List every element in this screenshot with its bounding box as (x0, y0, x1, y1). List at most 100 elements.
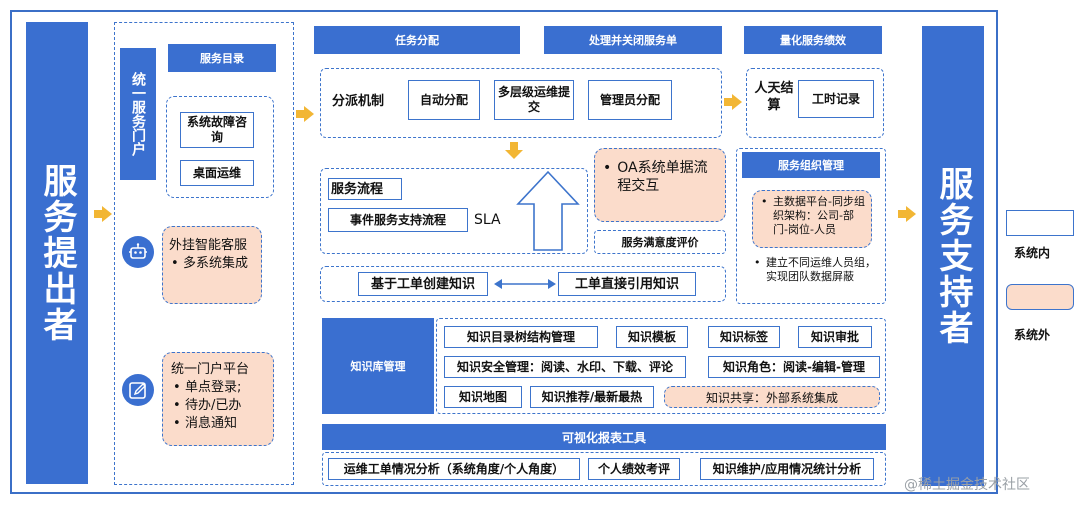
oa-bullet: • (603, 160, 612, 176)
platform-points: 单点登录; 待办/已办 消息通知 (171, 379, 265, 433)
kb-catalog-tree-label: 知识目录树结构管理 (466, 329, 575, 344)
kb-recommend-label: 知识推荐/最新最热 (541, 389, 643, 404)
work-hour-record[interactable]: 工时记录 (798, 80, 874, 118)
dispatch-multilevel[interactable]: 多层级运维提交 (494, 80, 574, 120)
reference-knowledge-box[interactable]: 工单直接引用知识 (558, 272, 696, 296)
dispatch-container (320, 68, 722, 138)
create-knowledge-box[interactable]: 基于工单创建知识 (358, 272, 488, 296)
oa-text: OA系统单据流程交互 (617, 160, 708, 194)
kb-map[interactable]: 知识地图 (444, 386, 522, 408)
kb-tags-label: 知识标签 (719, 329, 768, 344)
edit-icon (122, 374, 154, 406)
process-label-box: 服务流程 (328, 178, 402, 200)
oa-row: • OA系统单据流程交互 (603, 159, 717, 195)
catalog-header: 服务目录 (168, 44, 276, 72)
catalog-item-desktop-label: 桌面运维 (192, 165, 241, 180)
header-performance-text: 量化服务绩效 (780, 34, 846, 47)
platform-point-notify: 消息通知 (171, 415, 265, 433)
org-container (736, 148, 886, 304)
kb-roles[interactable]: 知识角色：阅读-编辑-管理 (708, 356, 880, 378)
portal-container (114, 22, 294, 485)
chatbot-title: 外挂智能客服 (169, 238, 248, 253)
diagram-frame (10, 10, 998, 494)
org-group-point: 建立不同运维人员组，实现团队数据屏蔽 (752, 256, 878, 284)
kb-approval-label: 知识审批 (810, 329, 859, 344)
platform-title: 统一门户平台 (171, 362, 250, 377)
report-knowledge-stats[interactable]: 知识维护/应用情况统计分析 (700, 458, 874, 480)
report-header: 可视化报表工具 (322, 424, 886, 450)
portal-title: 统一服务门户 (120, 48, 156, 180)
kb-security-label: 知识安全管理：阅读、水印、下载、评论 (456, 359, 673, 374)
sla-label: SLA (474, 212, 501, 228)
org-sync-card: 主数据平台-同步组织架构：公司-部门-岗位-人员 (752, 190, 872, 248)
org-sync-list: 主数据平台-同步组织架构：公司-部门-岗位-人员 (759, 195, 867, 237)
arrow-to-settlement (724, 94, 742, 110)
kb-roles-label: 知识角色：阅读-编辑-管理 (723, 359, 865, 374)
kb-approval[interactable]: 知识审批 (798, 326, 872, 348)
report-knowledge-stats-label: 知识维护/应用情况统计分析 (712, 461, 862, 476)
dispatch-auto-label: 自动分配 (419, 92, 468, 107)
left-actor-bar: 服务提出者 (26, 22, 88, 484)
oa-card: • OA系统单据流程交互 (594, 148, 726, 222)
chatbot-card: 外挂智能客服 多系统集成 (162, 226, 262, 304)
dispatch-auto[interactable]: 自动分配 (408, 80, 480, 120)
report-personal-kpi-label: 个人绩效考评 (597, 461, 670, 476)
robot-icon (122, 236, 154, 268)
kb-catalog-tree[interactable]: 知识目录树结构管理 (444, 326, 598, 348)
arrow-to-portal (94, 206, 112, 222)
event-flow-box[interactable]: 事件服务支持流程 (328, 208, 468, 232)
org-group-list: 建立不同运维人员组，实现团队数据屏蔽 (752, 256, 878, 284)
dispatch-label: 分派机制 (332, 94, 385, 109)
kb-container (436, 318, 886, 414)
portal-title-text: 统一服务门户 (130, 72, 146, 156)
chatbot-points: 多系统集成 (169, 255, 255, 273)
dispatch-admin[interactable]: 管理员分配 (588, 80, 672, 120)
process-label: 服务流程 (331, 181, 384, 197)
process-container (320, 168, 588, 254)
knowledge-flow-container (320, 266, 726, 302)
catalog-list (166, 96, 274, 198)
catalog-item-fault[interactable]: 系统故障咨询 (180, 112, 254, 148)
legend-outside-label: 系统外 (1014, 328, 1051, 342)
arrow-down-process (505, 142, 523, 159)
kb-header: 知识库管理 (322, 318, 434, 414)
report-ticket-analysis[interactable]: 运维工单情况分析（系统角度/个人角度） (328, 458, 580, 480)
reference-knowledge-label: 工单直接引用知识 (574, 276, 679, 292)
report-ticket-analysis-label: 运维工单情况分析（系统角度/个人角度） (343, 461, 565, 476)
chatbot-point: 多系统集成 (169, 255, 255, 273)
kb-header-text: 知识库管理 (350, 360, 406, 373)
legend-outside-swatch (1006, 284, 1074, 310)
header-handle-close-text: 处理并关闭服务单 (589, 34, 677, 47)
kb-template-label: 知识模板 (627, 329, 676, 344)
settlement-container (746, 68, 884, 138)
right-actor-bar: 服务支持者 (922, 26, 984, 486)
catalog-item-desktop[interactable]: 桌面运维 (180, 160, 254, 186)
org-sync-point: 主数据平台-同步组织架构：公司-部门-岗位-人员 (759, 195, 867, 237)
kb-sharing-label: 知识共享：外部系统集成 (705, 390, 838, 405)
kb-tags[interactable]: 知识标签 (708, 326, 780, 348)
legend-inside-swatch (1006, 210, 1074, 236)
header-task-assign: 任务分配 (314, 26, 520, 54)
double-arrow-icon (494, 279, 556, 289)
legend-inside-label: 系统内 (1014, 246, 1051, 260)
kb-map-label: 知识地图 (458, 389, 507, 404)
big-up-arrow-icon (516, 170, 580, 251)
org-header: 服务组织管理 (742, 152, 880, 178)
dispatch-multilevel-label: 多层级运维提交 (497, 85, 570, 114)
create-knowledge-label: 基于工单创建知识 (370, 276, 475, 292)
kb-sharing[interactable]: 知识共享：外部系统集成 (664, 386, 880, 408)
arrow-to-supporter (898, 206, 916, 222)
org-header-text: 服务组织管理 (778, 159, 844, 172)
report-personal-kpi[interactable]: 个人绩效考评 (588, 458, 680, 480)
report-header-text: 可视化报表工具 (561, 430, 646, 445)
satisfaction-box[interactable]: 服务满意度评价 (594, 230, 726, 254)
kb-template[interactable]: 知识模板 (616, 326, 688, 348)
report-container (322, 452, 886, 486)
kb-security[interactable]: 知识安全管理：阅读、水印、下载、评论 (444, 356, 686, 378)
left-actor-label: 服务提出者 (37, 163, 77, 343)
kb-recommend[interactable]: 知识推荐/最新最热 (530, 386, 654, 408)
satisfaction-label: 服务满意度评价 (621, 236, 699, 249)
right-actor-label: 服务支持者 (933, 166, 973, 346)
org-group-block: 建立不同运维人员组，实现团队数据屏蔽 (752, 256, 878, 284)
work-hour-record-label: 工时记录 (811, 91, 860, 106)
